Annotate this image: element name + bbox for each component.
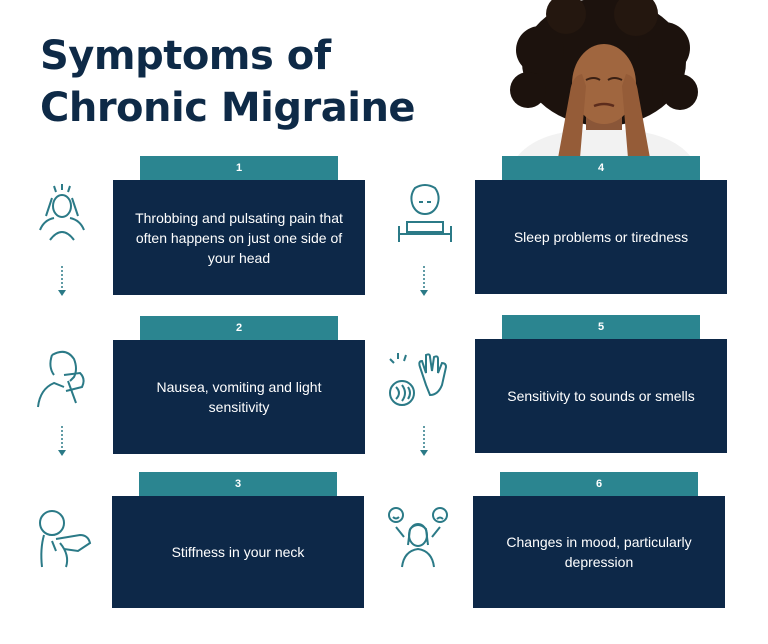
headache-icon [39,184,85,241]
symptom-card-2: Nausea, vomiting and light sensitivity [113,340,365,454]
nausea-icon [37,350,85,408]
sound-smell-icon [389,353,448,406]
symptom-card-5: Sensitivity to sounds or smells [475,339,727,453]
symptom-card-3: Stiffness in your neck [112,496,364,608]
symptom-card-1: Throbbing and pulsating pain that often … [113,180,365,295]
arrow-down-icon [420,266,428,296]
title-line-1: Symptoms of [40,33,331,79]
woman-headache-photo [510,0,698,158]
mood-icon [388,507,448,568]
symptom-number-3: 3 [139,472,337,496]
symptom-card-6: Changes in mood, particularly depression [473,496,725,608]
symptom-number-4: 4 [502,156,700,180]
sleep-icon [398,184,452,242]
arrow-down-icon [58,426,66,456]
symptom-number-1: 1 [140,156,338,180]
symptom-number-6: 6 [500,472,698,496]
neck-pain-icon [39,510,92,568]
arrow-down-icon [420,426,428,456]
symptom-number-5: 5 [502,315,700,339]
title-line-2: Chronic Migraine [40,85,416,131]
page-title: Symptoms of Chronic Migraine [40,30,416,134]
arrow-down-icon [58,266,66,296]
symptom-card-4: Sleep problems or tiredness [475,180,727,294]
symptom-number-2: 2 [140,316,338,340]
